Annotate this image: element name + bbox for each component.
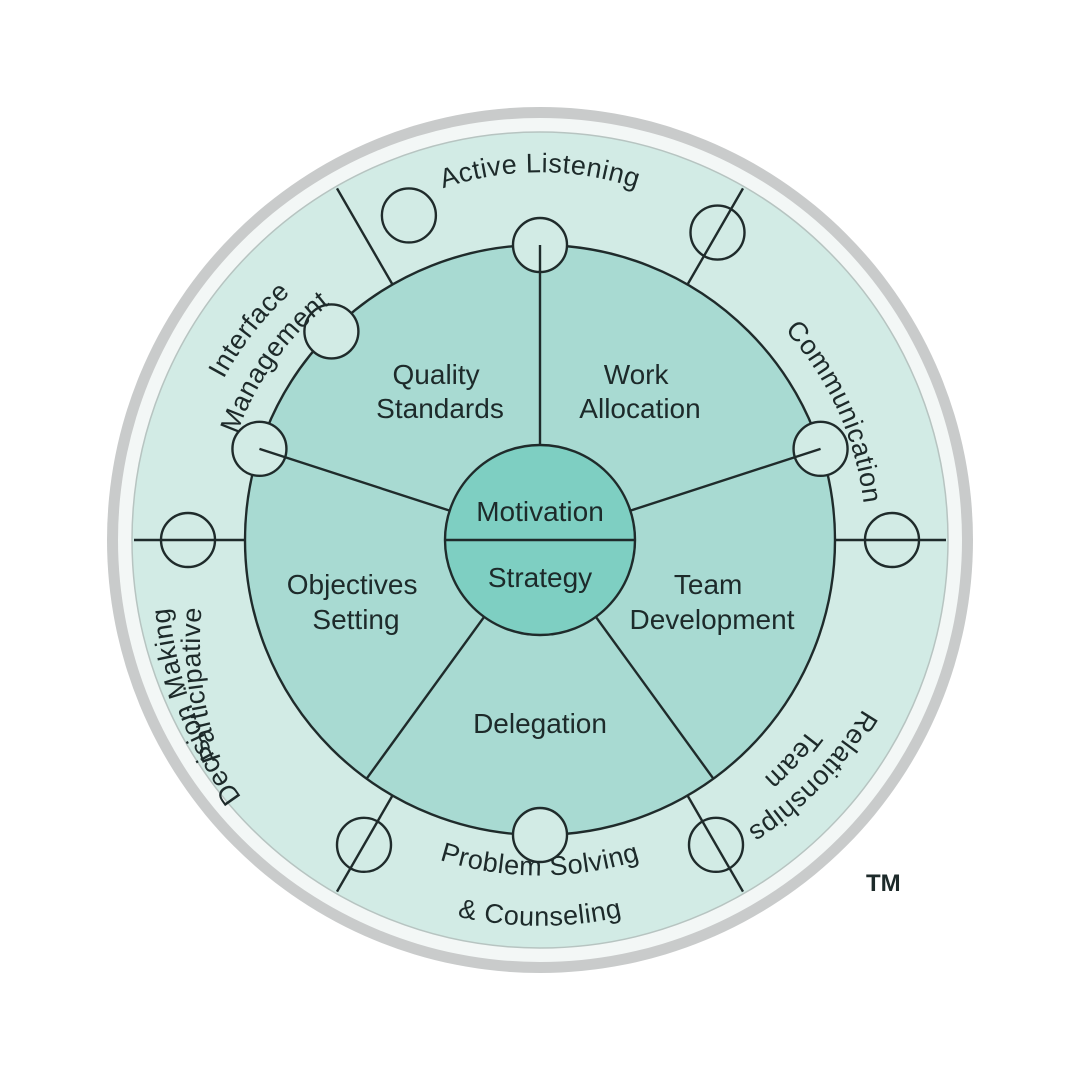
inner-label-team-development: Team Development (630, 569, 795, 635)
outer-divider-2 (686, 187, 745, 286)
outer-divider-4 (686, 794, 745, 893)
inner-spoke-4 (365, 616, 486, 780)
inner-label-work-allocation: Work Allocation (579, 359, 700, 424)
trademark-mark: TM (866, 870, 901, 897)
inner-label-objectives-setting: Objectives Setting (287, 569, 426, 635)
puzzle-knob-6 (380, 187, 438, 244)
inner-spoke-3 (594, 616, 715, 780)
core-top-label: Motivation (476, 496, 604, 527)
inner-spoke-5 (259, 447, 451, 512)
inner-spokes (259, 245, 821, 780)
outer-divider-5 (335, 794, 394, 893)
puzzle-knob-5 (303, 303, 360, 360)
core-bottom-label: Strategy (488, 562, 592, 593)
outer-divider-1 (335, 187, 394, 286)
outer-dividers (134, 187, 946, 893)
inner-label-delegation: Delegation (473, 708, 607, 739)
inner-spoke-2 (629, 447, 821, 512)
puzzle-knob-3 (511, 806, 569, 864)
inner-label-quality-standards: Quality Standards (376, 359, 504, 424)
